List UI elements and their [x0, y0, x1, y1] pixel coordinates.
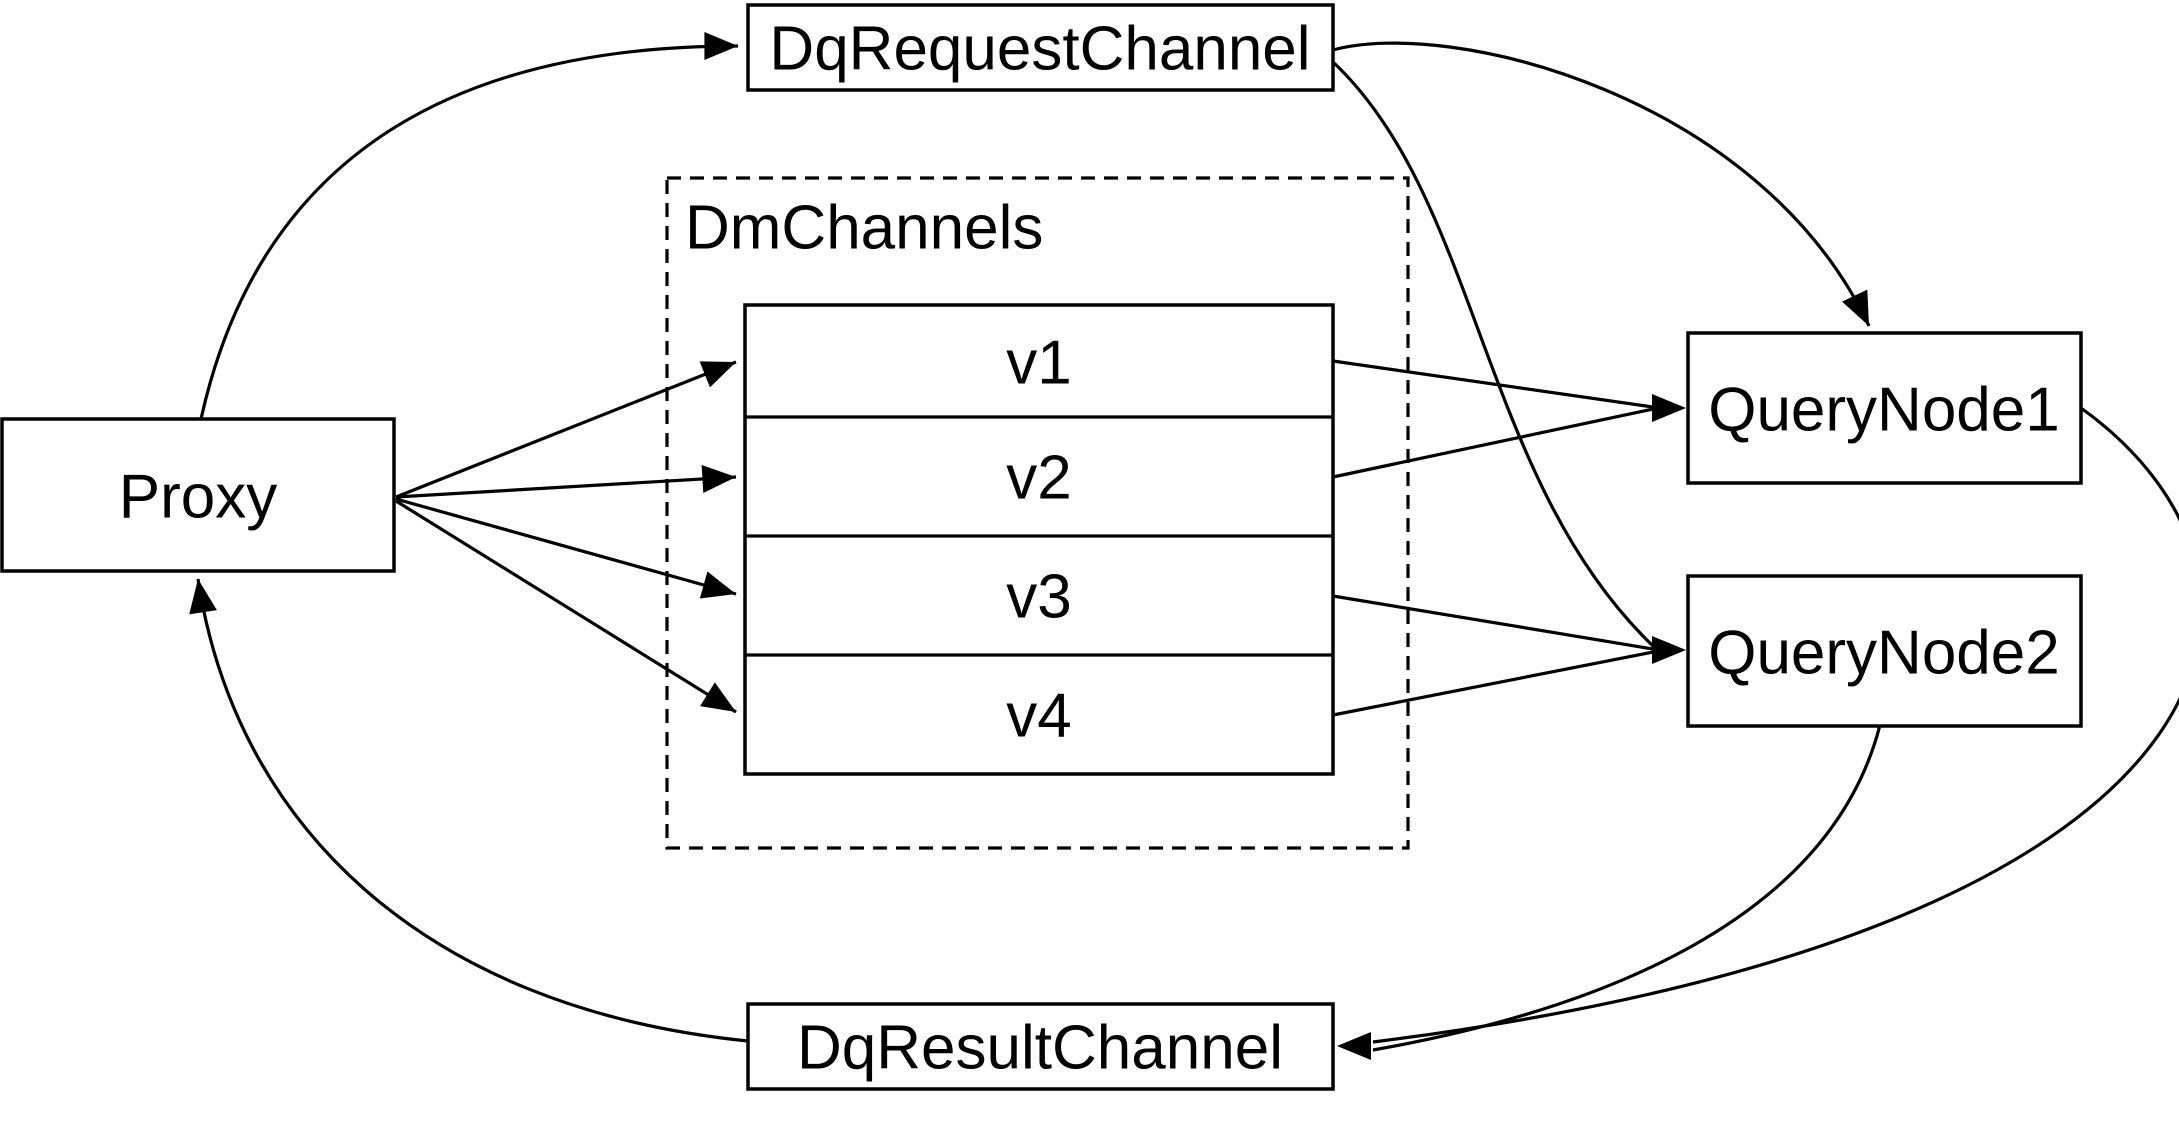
edge-proxy-to-v4 — [395, 499, 737, 714]
edge-dq-result-channel-to-proxy — [189, 578, 749, 1043]
edge-proxy-to-v1 — [395, 360, 737, 499]
query-node-1-box — [1686, 331, 2083, 485]
dq-request-channel-box — [746, 3, 1335, 92]
dm-channels-label: DmChannels — [685, 194, 1043, 263]
dq-request-channel-label: DqRequestChannel — [769, 15, 1310, 84]
node-dq-result-channel: DqResultChannel — [746, 1002, 1335, 1091]
edge-v3-to-query-node-2 — [1332, 594, 1654, 651]
query-node-2-label: QueryNode2 — [1708, 619, 2060, 688]
edge-proxy-to-dq-request-channel — [199, 32, 739, 420]
proxy-box — [0, 417, 396, 573]
channel-table-box — [743, 303, 1335, 776]
edge-query-node-1-to-dq-result-channel — [1372, 406, 2179, 1044]
query-node-2-box — [1686, 574, 2083, 728]
dm-channels-container: DmChannels v1 v2 v3 v4 — [665, 176, 1410, 850]
dm-channels-dashed-box — [665, 176, 1410, 850]
arrowhead-into-query-node-2 — [1652, 636, 1686, 664]
dq-result-channel-box — [746, 1002, 1335, 1091]
edge-query-node-2-to-dq-result-channel — [1372, 724, 1882, 1052]
node-dq-request-channel: DqRequestChannel — [746, 3, 1335, 92]
edge-proxy-to-v3 — [395, 497, 737, 599]
edge-v4-to-query-node-2 — [1332, 650, 1654, 717]
edge-dq-request-channel-to-query-node-2 — [1331, 60, 1655, 648]
node-query-node-2: QueryNode2 — [1686, 574, 2083, 728]
edge-v1-to-query-node-1 — [1332, 359, 1654, 409]
node-query-node-1: QueryNode1 — [1686, 331, 2083, 485]
channel-row-v3: v3 — [1006, 563, 1071, 632]
edge-v2-to-query-node-1 — [1332, 407, 1654, 479]
edge-proxy-to-v2 — [395, 464, 737, 499]
node-proxy: Proxy — [0, 417, 396, 573]
dq-result-channel-label: DqResultChannel — [797, 1014, 1283, 1083]
channel-row-v1: v1 — [1006, 329, 1071, 398]
channel-row-v2: v2 — [1006, 444, 1071, 513]
channel-table: v1 v2 v3 v4 — [743, 303, 1335, 776]
edge-dq-request-channel-to-query-node-1 — [1332, 41, 1871, 327]
query-node-1-label: QueryNode1 — [1708, 376, 2060, 445]
arrowhead-into-query-node-1 — [1652, 394, 1686, 422]
channel-row-v4: v4 — [1006, 682, 1071, 751]
proxy-label: Proxy — [119, 463, 277, 532]
arrowhead-into-dq-result-channel — [1337, 1032, 1371, 1060]
